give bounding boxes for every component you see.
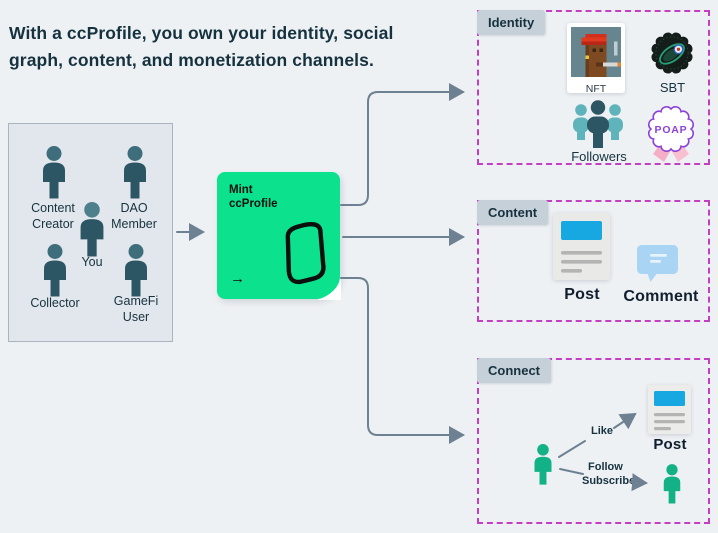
actor-label-content-creator: Content Creator (31, 201, 75, 231)
person-icon-gamefi (125, 244, 147, 297)
actors-panel: Content Creator DAO Member You Collector… (8, 123, 173, 342)
sbt-label: SBT (659, 80, 686, 95)
person-icon-connect-other (663, 464, 681, 504)
nft-label: NFT (585, 83, 607, 95)
actor-label-gamefi-user: GameFi User (113, 294, 159, 324)
page-curl (317, 276, 341, 300)
connect-tab: Connect (477, 358, 551, 383)
post-document-icon (553, 213, 610, 280)
actor-label-you: You (81, 255, 103, 269)
content-tab: Content (477, 200, 549, 225)
subscribe-label: Subscribe (582, 475, 636, 487)
followers-icon (573, 100, 623, 148)
person-icon-you (80, 202, 104, 257)
person-icon-dao-member (124, 146, 146, 199)
ccprofile-blob-icon (285, 221, 326, 285)
post-document-icon-small (648, 385, 691, 434)
nft-card: NFT (567, 23, 625, 95)
followers-label: Followers (571, 149, 627, 164)
connect-post-label: Post (653, 436, 687, 453)
person-icon-content-creator (43, 146, 65, 199)
identity-tab: Identity (477, 10, 546, 35)
comment-label: Comment (623, 288, 699, 305)
actor-label-dao-member: DAO Member (111, 201, 157, 231)
poap-badge-icon: POAP (648, 106, 694, 162)
follow-label: Follow (588, 461, 623, 473)
nft-punk-icon (571, 27, 621, 77)
like-label: Like (591, 425, 614, 437)
mint-label: Mint ccProfile (229, 184, 278, 210)
connect-section: Connect Post Like Follow Subscribe (477, 358, 710, 524)
sbt-badge-icon (651, 32, 693, 74)
person-icon-collector (44, 244, 66, 297)
poap-label: POAP (655, 124, 688, 136)
headline: With a ccProfile, you own your identity,… (9, 23, 394, 70)
person-icon-connect-me (534, 444, 552, 485)
mint-ccprofile-card: Mint ccProfile → (217, 172, 341, 300)
mint-arrow-glyph: → (230, 270, 245, 287)
comment-bubble-icon (637, 245, 678, 282)
identity-section: Identity NFT (477, 10, 710, 165)
actor-label-collector: Collector (30, 296, 80, 310)
arrow-mint-to-identity (340, 83, 465, 206)
post-label: Post (564, 286, 600, 303)
content-section: Content Post Comment (477, 200, 710, 322)
arrow-mint-to-connect (340, 277, 465, 444)
